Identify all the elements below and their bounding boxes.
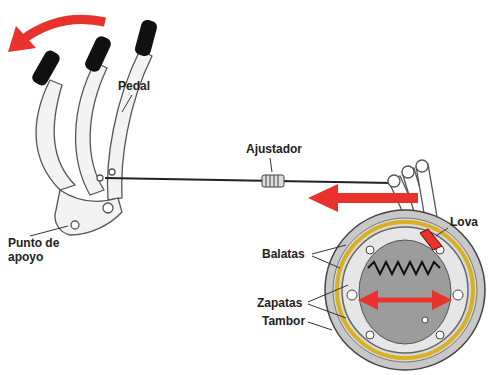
return-spring: [368, 262, 440, 274]
leader-lines: [308, 228, 448, 330]
brake-shoes: [342, 227, 468, 353]
pedal-levers: [36, 50, 152, 235]
fulcrum-label: Punto de apoyo: [8, 237, 70, 265]
pull-arrow: [335, 193, 418, 203]
pedal-label: Pedal: [118, 80, 150, 94]
arrow-head: [8, 26, 36, 52]
motion-arrow: [22, 19, 105, 40]
leader-line: [270, 158, 272, 172]
plate-holes: [347, 246, 463, 339]
drum-inner: [333, 218, 477, 362]
adjuster: [262, 175, 284, 187]
pedal-pads: [30, 19, 158, 88]
expand-arrow: [368, 298, 442, 303]
leader-line: [30, 226, 68, 236]
backing-plate: [359, 240, 451, 344]
brake-cable: [105, 178, 392, 183]
linings-label: Balatas: [262, 248, 305, 262]
adjuster-thread: [266, 175, 278, 187]
brake-linings: [337, 222, 473, 358]
arrow-head: [308, 184, 338, 212]
shoes-label: Zapatas: [257, 297, 302, 311]
leader-line: [122, 95, 132, 112]
lever-tip: [420, 229, 442, 250]
adjuster-label: Ajustador: [246, 143, 302, 157]
lever-label: Lova: [450, 216, 478, 230]
brake-drum: [325, 210, 485, 370]
drum-label: Tambor: [262, 315, 305, 329]
